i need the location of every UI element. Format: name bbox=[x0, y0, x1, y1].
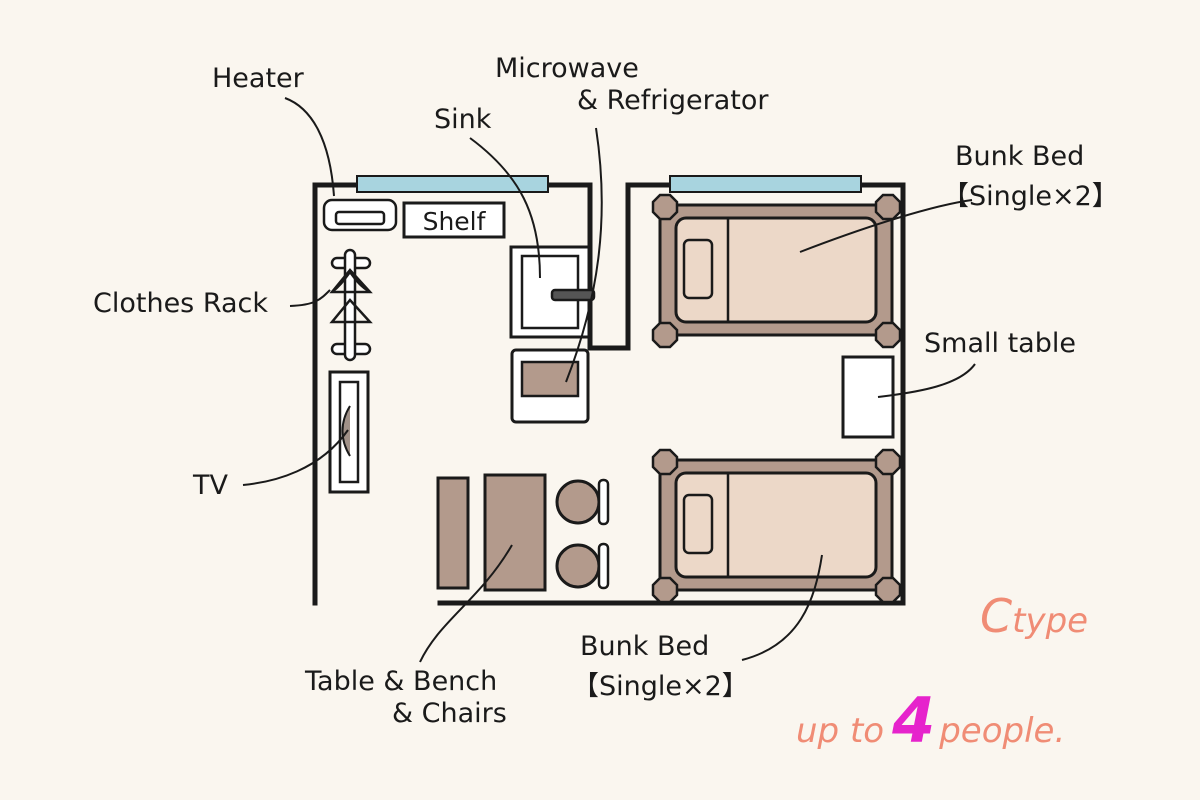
leader-lines bbox=[242, 97, 976, 663]
window-left bbox=[356, 175, 549, 193]
heater bbox=[322, 198, 398, 232]
tv bbox=[328, 370, 370, 494]
microwave-label-line2: & Refrigerator bbox=[577, 85, 769, 116]
bunk-bed-bottom bbox=[651, 448, 902, 604]
wall-left bbox=[312, 182, 358, 606]
window-right bbox=[669, 175, 862, 193]
chair-top bbox=[555, 478, 610, 526]
capacity-prefix: up to bbox=[796, 711, 884, 751]
small-table bbox=[841, 355, 895, 439]
tv-label: TV bbox=[192, 470, 228, 501]
microwave-refrigerator bbox=[510, 348, 590, 424]
room-type-letter: C bbox=[980, 589, 1012, 643]
bunk-bed-bottom-label-line2: 【Single×2】 bbox=[572, 671, 749, 702]
heater-label: Heater bbox=[212, 63, 305, 94]
table-bench-label-line1: Table & Bench bbox=[304, 666, 497, 697]
bench bbox=[436, 476, 470, 590]
clothes-rack-label: Clothes Rack bbox=[93, 288, 268, 319]
sink bbox=[509, 245, 596, 339]
chair-bottom bbox=[555, 542, 610, 590]
capacity-suffix: people. bbox=[938, 711, 1065, 751]
shelf: Shelf bbox=[402, 201, 506, 239]
bunk-bed-top-label-line1: Bunk Bed bbox=[955, 141, 1084, 172]
table-bench-chairs bbox=[436, 473, 610, 592]
bunk-bed-top-label-line2: 【Single×2】 bbox=[942, 181, 1119, 212]
room-type: Ctype bbox=[980, 589, 1088, 643]
room-type-suffix: type bbox=[1012, 601, 1088, 641]
shelf-label: Shelf bbox=[423, 207, 487, 236]
table-bench-label-line2: & Chairs bbox=[392, 698, 507, 729]
capacity-number: 4 bbox=[891, 684, 935, 757]
bunk-bed-bottom-label-line1: Bunk Bed bbox=[580, 631, 709, 662]
clothes-rack bbox=[329, 248, 373, 362]
sink-label: Sink bbox=[434, 104, 492, 135]
small-table-label: Small table bbox=[924, 328, 1076, 359]
microwave-label-line1: Microwave bbox=[495, 53, 639, 84]
bunk-bed-top bbox=[651, 193, 902, 349]
